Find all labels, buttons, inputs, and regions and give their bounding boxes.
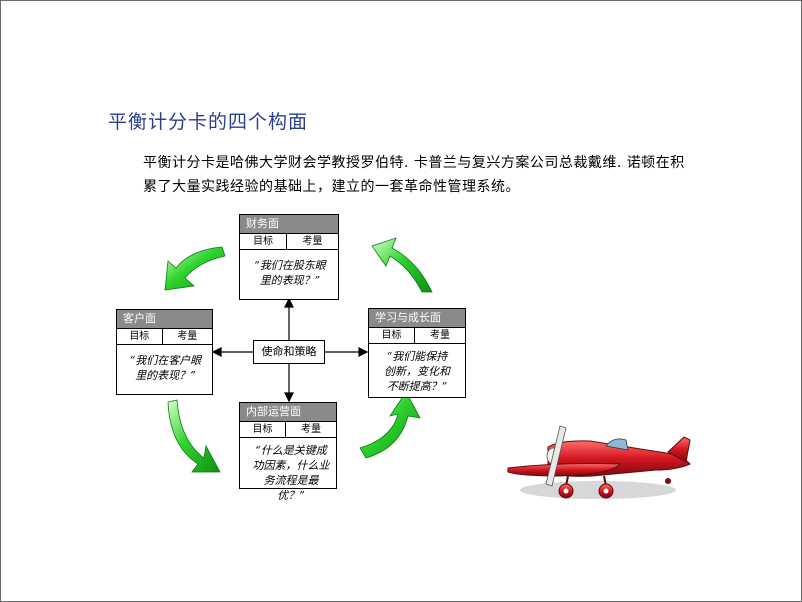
card-learning-header: 学习与成长面 — [369, 309, 465, 328]
connector-customer-head — [211, 347, 222, 357]
card-financial-header: 财务面 — [240, 215, 338, 234]
col-objective: 目标 — [369, 328, 416, 343]
mission-strategy-box: 使命和策略 — [253, 340, 325, 364]
card-customer-columns: 目标 考量 — [117, 329, 212, 345]
col-objective: 目标 — [240, 422, 287, 437]
card-learning-columns: 目标 考量 — [369, 328, 465, 344]
connectors — [211, 297, 369, 403]
card-learning-question: “我们能保持创新，变化和不断提高？” — [384, 350, 450, 393]
col-measure: 考量 — [301, 424, 322, 435]
card-learning: 学习与成长面 目标 考量 “我们能保持创新，变化和不断提高？” — [368, 308, 466, 398]
cycle-arrow-bottom-left — [167, 399, 221, 473]
connector-financial-head — [284, 297, 294, 308]
page-title: 平衡计分卡的四个构面 — [108, 111, 309, 133]
card-internal: 内部运营面 目标 考量 “什么是关键成功因素，什么业务流程是最优？” — [239, 402, 337, 502]
col-measure: 考量 — [430, 330, 451, 341]
intro-paragraph: 平衡计分卡是哈佛大学财会学教授罗伯特. 卡普兰与复兴方案公司总裁戴维. 诺顿在积… — [143, 151, 703, 199]
col-measure: 考量 — [177, 331, 198, 342]
card-customer: 客户面 目标 考量 “我们在客户眼里的表现？” — [116, 309, 213, 395]
card-internal-columns: 目标 考量 — [240, 422, 336, 438]
intro-line-2: 累了大量实践经验的基础上，建立的一套革命性管理系统。 — [143, 179, 520, 195]
card-customer-question: “我们在客户眼里的表现？” — [129, 354, 202, 382]
cycle-arrow-top-left — [164, 246, 226, 291]
col-objective: 目标 — [240, 234, 288, 249]
card-financial: 财务面 目标 考量 “我们在股东眼里的表现？” — [239, 214, 339, 300]
card-financial-question: “我们在股东眼里的表现？” — [254, 259, 326, 287]
card-financial-columns: 目标 考量 — [240, 234, 338, 250]
airplane-icon — [507, 425, 691, 499]
card-internal-header: 内部运营面 — [240, 403, 336, 422]
card-customer-header: 客户面 — [117, 310, 212, 329]
cycle-arrow-bottom-right — [359, 391, 421, 459]
intro-line-1: 平衡计分卡是哈佛大学财会学教授罗伯特. 卡普兰与复兴方案公司总裁戴维. 诺顿在积 — [143, 155, 685, 171]
card-internal-question: “什么是关键成功因素，什么业务流程是最优？” — [252, 444, 330, 502]
connector-internal-head — [284, 392, 294, 403]
col-objective: 目标 — [117, 329, 163, 344]
connector-learning-head — [358, 347, 369, 357]
cycle-arrow-top-right — [371, 237, 433, 293]
col-measure: 考量 — [302, 236, 323, 247]
